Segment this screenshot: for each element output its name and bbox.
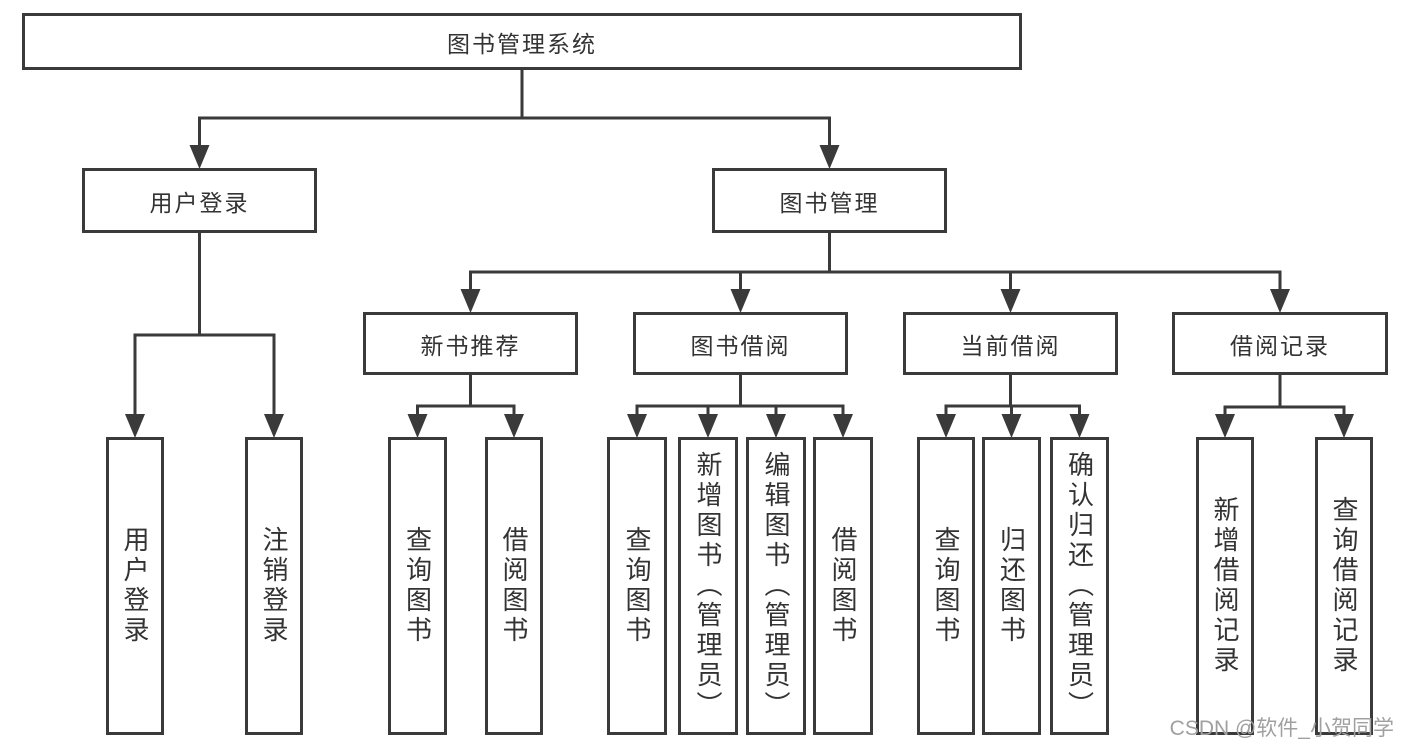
- node-book-borrowing: 图书借阅: [633, 312, 848, 375]
- arrowhead-leaf-query-book-2: [627, 414, 647, 438]
- arrowhead-new-book-recommend: [460, 289, 481, 313]
- node-leaf-logout: 注销登录: [245, 437, 303, 735]
- node-label-user-login: 用户登录: [149, 189, 250, 216]
- node-leaf-query-book-1: 查询图书: [388, 437, 447, 735]
- node-label-leaf-query-book-1: 查询图书: [402, 526, 433, 646]
- node-label-leaf-borrow-book-1: 借阅图书: [499, 526, 529, 646]
- node-label-leaf-query-borrow-record: 查询借阅记录: [1329, 496, 1359, 676]
- node-label-leaf-user-login: 用户登录: [120, 526, 150, 646]
- arrowhead-leaf-add-book: [698, 414, 718, 438]
- arrowhead-leaf-return-book: [1001, 414, 1022, 438]
- node-label-new-book-recommend: 新书推荐: [420, 332, 521, 359]
- node-borrowing-records: 借阅记录: [1172, 312, 1388, 375]
- node-leaf-add-borrow-record: 新增借阅记录: [1196, 437, 1254, 735]
- arrowhead-leaf-edit-book: [766, 414, 786, 438]
- node-leaf-edit-book: 编辑图书（管理员）: [746, 437, 806, 735]
- node-label-book-management: 图书管理: [779, 189, 880, 216]
- node-label-leaf-return-book: 归还图书: [996, 526, 1027, 646]
- node-label-leaf-query-book-2: 查询图书: [622, 526, 652, 646]
- arrowhead-book-borrowing: [730, 289, 751, 313]
- node-label-root: 图书管理系统: [447, 30, 597, 57]
- node-leaf-borrow-book-1: 借阅图书: [485, 437, 543, 735]
- arrowhead-current-borrowing: [1000, 289, 1021, 313]
- node-root: 图书管理系统: [22, 13, 1022, 70]
- node-new-book-recommend: 新书推荐: [363, 312, 578, 375]
- arrowhead-leaf-logout: [264, 414, 284, 438]
- node-label-borrowing-records: 借阅记录: [1230, 332, 1330, 359]
- arrowhead-leaf-query-book-3: [936, 414, 956, 438]
- arrowhead-leaf-query-borrow-record: [1334, 414, 1354, 438]
- arrowhead-leaf-confirm-return: [1069, 414, 1090, 438]
- arrowhead-borrowing-records: [1270, 289, 1290, 313]
- arrowhead-leaf-user-login: [125, 414, 145, 438]
- arrowhead-user-login: [189, 145, 210, 169]
- node-leaf-user-login: 用户登录: [106, 437, 164, 735]
- node-current-borrowing: 当前借阅: [903, 312, 1118, 375]
- node-leaf-add-book: 新增图书（管理员）: [678, 437, 738, 735]
- arrowhead-leaf-borrow-book-2: [833, 414, 853, 438]
- node-label-leaf-confirm-return: 确认归还（管理员）: [1064, 451, 1095, 721]
- node-leaf-query-book-3: 查询图书: [917, 437, 975, 735]
- node-label-leaf-query-book-3: 查询图书: [931, 526, 961, 646]
- node-leaf-query-borrow-record: 查询借阅记录: [1315, 437, 1373, 735]
- node-label-current-borrowing: 当前借阅: [960, 332, 1061, 359]
- node-label-leaf-add-borrow-record: 新增借阅记录: [1210, 496, 1240, 676]
- node-leaf-borrow-book-2: 借阅图书: [813, 437, 873, 735]
- node-book-management: 图书管理: [712, 168, 947, 233]
- arrowhead-leaf-add-borrow-record: [1215, 414, 1235, 438]
- node-leaf-query-book-2: 查询图书: [607, 437, 667, 735]
- arrowhead-book-management: [819, 145, 840, 169]
- node-label-leaf-add-book: 新增图书（管理员）: [693, 451, 723, 721]
- arrowhead-leaf-query-book-1: [407, 414, 428, 438]
- node-leaf-confirm-return: 确认归还（管理员）: [1050, 437, 1109, 735]
- node-label-leaf-logout: 注销登录: [259, 526, 289, 646]
- node-label-leaf-borrow-book-2: 借阅图书: [828, 526, 858, 646]
- node-label-leaf-edit-book: 编辑图书（管理员）: [761, 451, 791, 721]
- node-label-book-borrowing: 图书借阅: [690, 332, 791, 359]
- node-user-login: 用户登录: [82, 168, 317, 233]
- arrowhead-leaf-borrow-book-1: [504, 414, 524, 438]
- node-leaf-return-book: 归还图书: [982, 437, 1041, 735]
